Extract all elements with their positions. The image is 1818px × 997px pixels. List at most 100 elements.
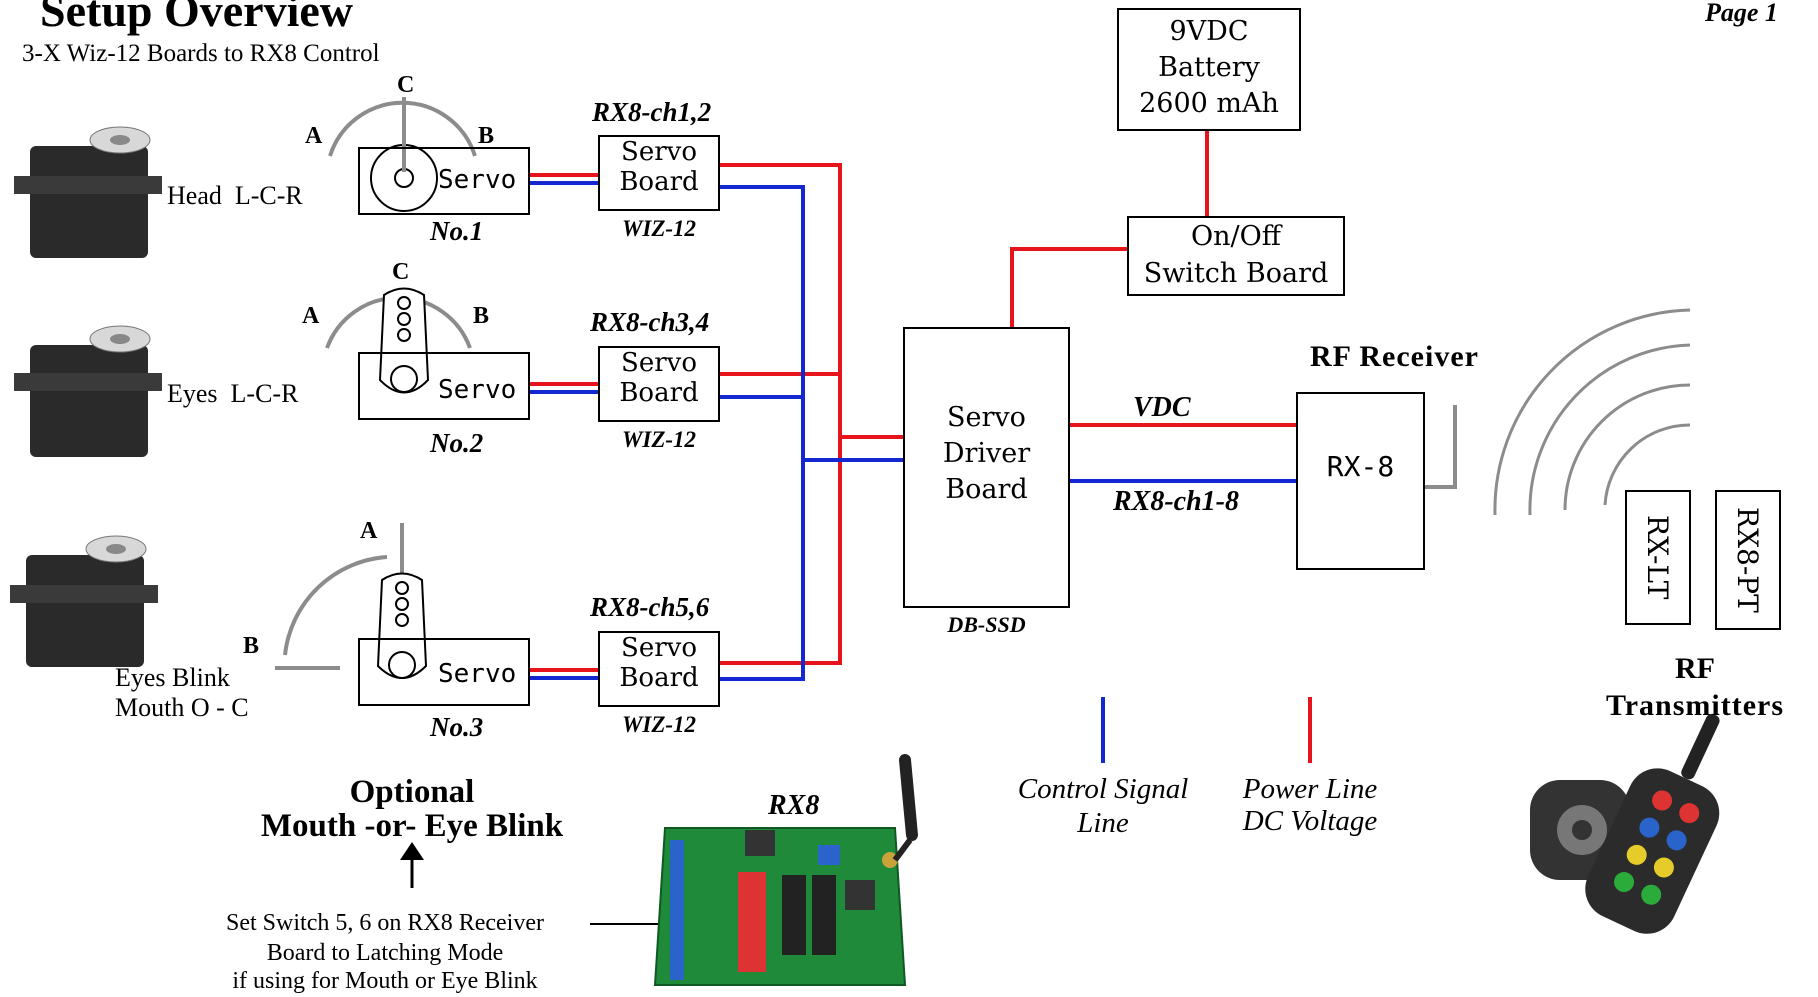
driver-model: DB-SSD [947, 612, 1026, 637]
board1-text: Servo Board [598, 137, 720, 198]
servo2-hole-3 [397, 328, 411, 342]
driver-line2: Driver [942, 438, 1031, 469]
servo2-pos-a: A [302, 303, 320, 329]
servo1-box [358, 147, 530, 215]
optional-note-2: Board to Latching Mode [266, 940, 504, 966]
receiver-box [1296, 392, 1425, 570]
servo-board-2 [598, 346, 720, 422]
vdc-label: VDC [1133, 392, 1191, 423]
switch-board-box [1127, 216, 1345, 296]
servo3-number: No.3 [430, 712, 484, 742]
switch-line2: Switch Board [1143, 258, 1329, 289]
driver-line3: Board [945, 474, 1028, 505]
optional-note-1: Set Switch 5, 6 on RX8 Receiver [226, 910, 544, 936]
servo3-label-1: Eyes Blink [115, 663, 230, 692]
receiver-heading: RF Receiver [1310, 340, 1479, 373]
battery-text: 9VDC Battery 2600 mAh [1117, 14, 1301, 122]
servo3-hole-3 [395, 613, 409, 627]
servo3-box-label: Servo [438, 659, 517, 689]
servo1-pos-b: B [478, 123, 495, 149]
driver-line1: Servo [947, 402, 1026, 433]
battery-box [1117, 8, 1301, 131]
servo3-hub-icon [388, 651, 416, 679]
tx1-box [1625, 490, 1691, 625]
signal-label: RX8-ch1-8 [1113, 486, 1239, 517]
board2-channel: RX8-ch3,4 [590, 307, 710, 337]
servo1-pos-c: C [397, 72, 415, 98]
servo3-hole-1 [395, 581, 409, 595]
servo2-number: No.2 [430, 428, 484, 458]
servo3-arc [283, 555, 388, 656]
driver-board-box [903, 327, 1070, 608]
tx-heading-1: RF [1675, 652, 1715, 685]
board1-model: WIZ-12 [621, 216, 697, 241]
board2-line1: Servo [621, 348, 697, 378]
servo2-box [358, 352, 530, 420]
servo-board-3 [598, 631, 720, 707]
servo3-pos-a: A [360, 518, 378, 544]
servo2-hub-icon [390, 365, 418, 393]
optional-note-3: if using for Mouth or Eye Blink [232, 968, 538, 994]
switch-text: On/Off Switch Board [1127, 218, 1345, 292]
receiver-label: RX-8 [1326, 450, 1395, 483]
board3-model: WIZ-12 [621, 712, 697, 737]
board1-signal-bus [720, 185, 805, 681]
servo-motor-3-icon [10, 535, 158, 667]
board2-text: Servo Board [598, 348, 720, 409]
page-title: Setup Overview [40, 0, 354, 36]
servo2-hole-2 [397, 312, 411, 326]
servo1-number: No.1 [430, 216, 484, 246]
driver-text: Servo Driver Board [903, 400, 1070, 508]
servo2-box-label: Servo [438, 375, 517, 405]
legend-power-2: DC Voltage [1242, 805, 1378, 837]
board3-channel: RX8-ch5,6 [590, 592, 710, 622]
servo2-pos-c: C [392, 259, 410, 285]
page-subtitle: 3-X Wiz-12 Boards to RX8 Control [22, 40, 380, 67]
board1-channel: RX8-ch1,2 [592, 97, 712, 127]
legend-signal-2: Line [1077, 807, 1129, 839]
board2-model: WIZ-12 [621, 427, 697, 452]
board2-line2: Board [619, 377, 699, 408]
optional-heading-2: Mouth -or- Eye Blink [260, 808, 564, 844]
servo-motor-1-icon [14, 126, 162, 258]
battery-line2: Battery [1158, 52, 1260, 83]
page-number: Page 1 [1705, 0, 1778, 27]
servo1-box-label: Servo [438, 165, 517, 195]
board1-power-bus [720, 163, 842, 665]
servo3-label-2: Mouth O - C [115, 693, 249, 722]
tx2-box [1715, 490, 1781, 630]
tx1-label: RX-LT [1641, 515, 1674, 600]
servo2-label: Eyes L-C-R [167, 379, 299, 408]
rx8-board-photo [653, 754, 918, 986]
board1-line1: Servo [621, 137, 697, 167]
board3-line2: Board [619, 662, 699, 693]
servo3-pos-b: B [243, 633, 260, 659]
antenna-icon [1425, 405, 1457, 489]
switch-line1: On/Off [1191, 221, 1281, 252]
battery-line3: 2600 mAh [1139, 88, 1279, 119]
servo1-label: Head L-C-R [167, 181, 303, 210]
tx-heading-2: Transmitters [1605, 689, 1785, 722]
optional-arrowhead [400, 842, 424, 860]
battery-line1: 9VDC [1169, 16, 1249, 47]
rf-waves-icon [1493, 308, 1691, 516]
switch-power-wire [1010, 247, 1127, 327]
servo2-hole-1 [397, 296, 411, 310]
servo-board-1 [598, 135, 720, 211]
remote-transmitters-photo [1530, 713, 1720, 934]
legend-power-1: Power Line [1242, 773, 1378, 805]
board3-line1: Servo [621, 633, 697, 663]
servo3-box [358, 638, 530, 706]
board1-line2: Board [619, 166, 699, 197]
servo-motor-2-icon [14, 325, 162, 457]
servo3-hole-2 [395, 597, 409, 611]
optional-heading-1: Optional [349, 774, 475, 810]
board3-text: Servo Board [598, 633, 720, 694]
servo2-pos-b: B [473, 303, 490, 329]
legend-signal-1: Control Signal [1017, 773, 1189, 805]
servo1-pos-a: A [305, 123, 323, 149]
rx8-board-label: RX8 [768, 790, 820, 821]
tx2-label: RX8-PT [1731, 507, 1764, 613]
